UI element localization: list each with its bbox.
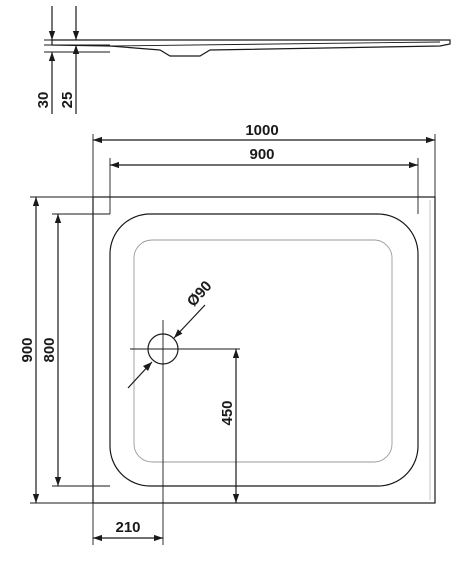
plan-view: Ø90 450 1000 900 900 800 210 (19, 122, 436, 545)
dim-label-30: 30 (35, 92, 52, 109)
dim-label-210: 210 (115, 519, 140, 536)
basin-outline (109, 213, 419, 487)
tray-outline (92, 196, 436, 504)
dim-label-900-vertical: 900 (19, 337, 36, 362)
dim-label-900-horizontal: 900 (249, 146, 274, 163)
dim-label-1000: 1000 (245, 122, 278, 139)
dim-label-25: 25 (59, 92, 76, 109)
basin-floor (133, 239, 393, 463)
side-profile: 30 25 (35, 6, 451, 114)
dia-leader-upper (173, 304, 206, 339)
dim-label-diameter: Ø90 (184, 278, 216, 310)
dim-label-800: 800 (41, 337, 58, 362)
dim-label-450: 450 (219, 400, 236, 425)
